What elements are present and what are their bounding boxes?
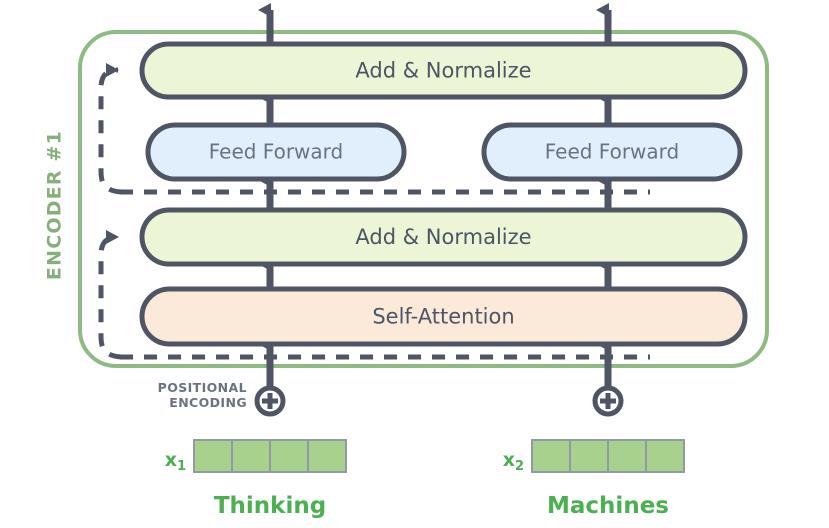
feed-forward-left-label: Feed Forward bbox=[209, 140, 344, 164]
block-add-normalize-top[interactable]: Add & Normalize bbox=[139, 41, 748, 100]
vector-cell bbox=[607, 439, 647, 473]
token-1-word: Thinking bbox=[214, 493, 326, 519]
vector-cell bbox=[531, 439, 571, 473]
token-1-symbol: x1 bbox=[165, 449, 186, 474]
token-2: x2 Machines bbox=[503, 439, 685, 519]
vector-cell bbox=[645, 439, 685, 473]
block-feed-forward-left[interactable]: Feed Forward bbox=[145, 122, 407, 182]
block-add-normalize-bottom[interactable]: Add & Normalize bbox=[139, 207, 748, 267]
add-normalize-top-box[interactable] bbox=[139, 41, 748, 100]
add-normalize-top-label: Add & Normalize bbox=[355, 59, 531, 83]
token-1: x1 Thinking bbox=[165, 439, 347, 519]
encoder-container bbox=[78, 30, 769, 368]
feed-forward-right-box[interactable] bbox=[481, 122, 743, 182]
vector-cell bbox=[193, 439, 233, 473]
block-self-attention[interactable]: Self-Attention bbox=[139, 286, 748, 347]
self-attention-label: Self-Attention bbox=[372, 305, 514, 329]
block-feed-forward-right[interactable]: Feed Forward bbox=[481, 122, 743, 182]
circle-plus-icon-right bbox=[592, 385, 624, 417]
vector-cell bbox=[231, 439, 271, 473]
circle-plus-icon-left bbox=[254, 385, 286, 417]
residual-dashed-top-riser bbox=[98, 63, 123, 195]
add-normalize-bottom-box[interactable] bbox=[139, 207, 748, 267]
positional-encoding-label-line2: ENCODING bbox=[169, 395, 247, 410]
token-2-symbol: x2 bbox=[503, 449, 524, 474]
token-1-vector bbox=[193, 439, 347, 473]
residual-dashed-bottom-riser bbox=[98, 230, 123, 360]
add-normalize-bottom-label: Add & Normalize bbox=[355, 225, 531, 249]
token-2-vector bbox=[531, 439, 685, 473]
feed-forward-right-label: Feed Forward bbox=[545, 140, 680, 164]
vector-cell bbox=[269, 439, 309, 473]
vector-cell bbox=[307, 439, 347, 473]
encoder-label: ENCODER #1 bbox=[44, 130, 66, 280]
vector-cell bbox=[569, 439, 609, 473]
feed-forward-left-box[interactable] bbox=[145, 122, 407, 182]
positional-encoding-label-line1: POSITIONAL bbox=[158, 380, 247, 395]
token-2-word: Machines bbox=[547, 493, 669, 519]
self-attention-box[interactable] bbox=[139, 286, 748, 347]
